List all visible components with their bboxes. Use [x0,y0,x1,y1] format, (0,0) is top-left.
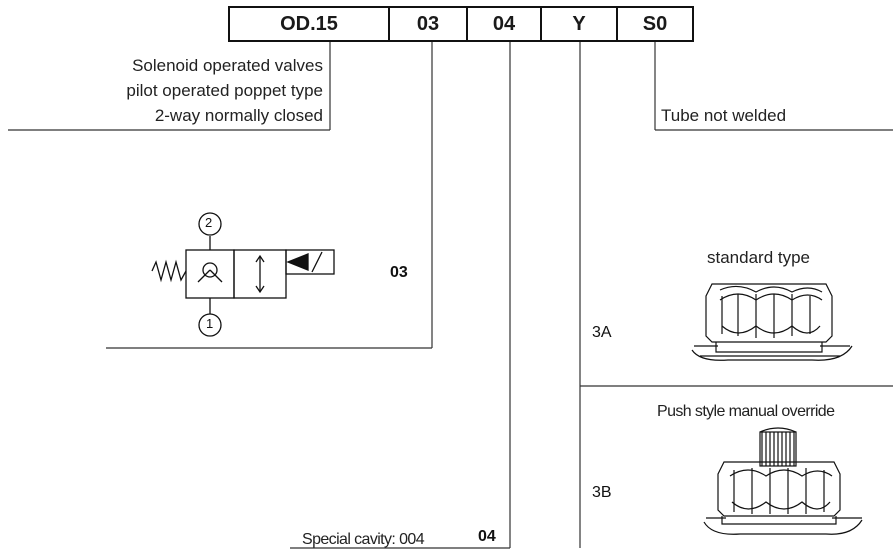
description-line-2: pilot operated poppet type [126,81,323,100]
option-03-code: 03 [390,264,408,281]
description-line-1: Solenoid operated valves [132,56,323,75]
port-1-circle [198,313,222,337]
cavity-code: 04 [478,528,496,545]
push-override-code: 3B [592,484,612,501]
flow-arrow-down [255,285,265,294]
nut-outline-3a [705,283,833,343]
code-segment-option-03: 03 [388,6,468,42]
port-2-label: 2 [205,215,213,230]
valve-envelope-check [185,249,235,299]
push-override-drawing [703,427,863,535]
port-1-label: 1 [206,316,214,331]
standard-type-code: 3A [592,324,612,341]
code-segment-override: Y [540,6,618,42]
cavity-label: Special cavity: 004 [302,531,425,548]
base-curve-3a [691,345,853,361]
port-2-circle [198,212,222,236]
push-override-label: Push style manual override [657,403,835,420]
spring-icon [151,259,187,283]
solenoid-triangle-icon [286,253,309,271]
push-button-knurl [761,432,795,466]
code-segment-tube: S0 [616,6,694,42]
check-seat-left [197,269,211,283]
solenoid-slash [311,251,323,273]
collar-3a [715,342,823,353]
standard-override-drawing [691,283,853,361]
nut-outline-3b [717,461,841,517]
nut-top-curve-3a [719,285,823,293]
leader-lines [8,42,893,549]
collar-3b [721,516,837,525]
nut-lower-arc-3a [721,325,821,334]
push-button-top [759,427,797,433]
nut-hex-arc-3a [719,293,823,301]
nut-facets-3a [721,294,811,338]
code-segment-series: OD.15 [228,6,390,42]
description-line-3: 2-way normally closed [154,106,323,125]
check-ball-icon [202,262,218,278]
solenoid-box [285,249,335,275]
flow-arrow-up [255,254,265,263]
code-segment-cavity: 04 [466,6,542,42]
valve-symbol [151,212,335,337]
tube-label: Tube not welded [661,106,787,125]
nut-hex-arc-3b [729,469,833,477]
nut-facets-3b [733,468,825,514]
base-curve-3b [703,519,863,535]
nut-lower-arc-3b [731,501,831,510]
standard-type-label: standard type [707,248,811,267]
check-seat-right [209,269,223,283]
